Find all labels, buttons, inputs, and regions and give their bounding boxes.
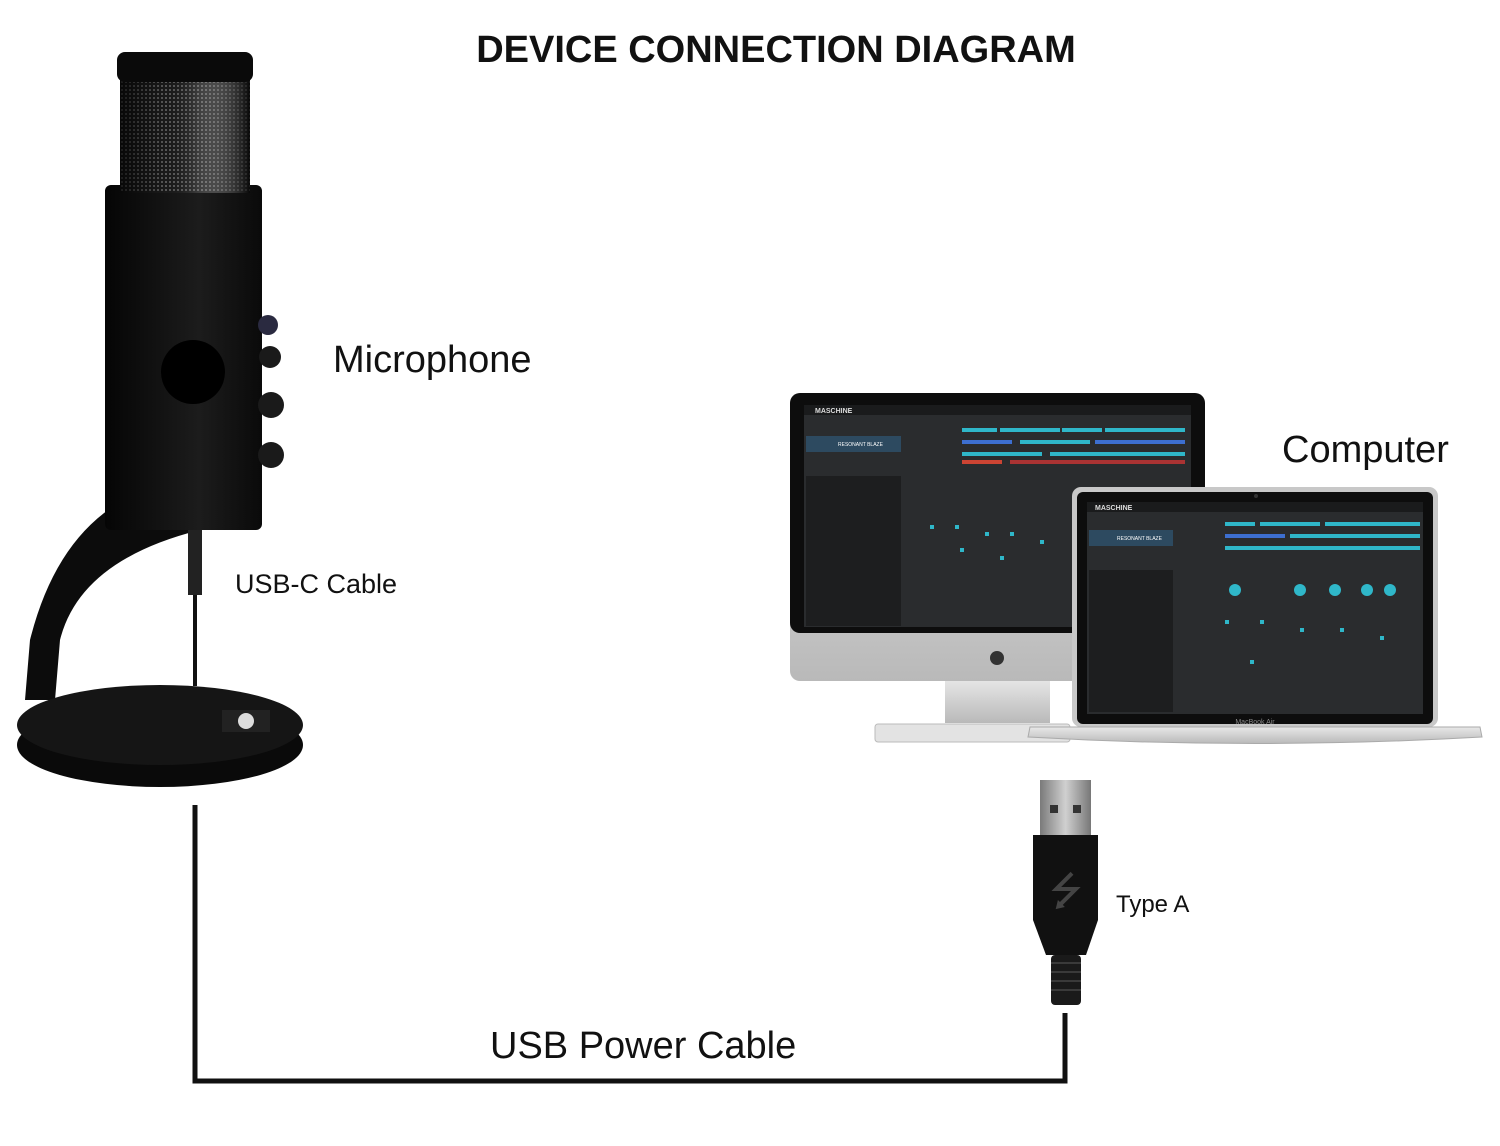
laptop-preset-name: RESONANT BLAZE bbox=[1117, 536, 1163, 542]
usb-plug-metal bbox=[1040, 780, 1091, 838]
laptop-software-name: MASCHINE bbox=[1095, 505, 1133, 512]
apple-logo bbox=[990, 651, 1004, 665]
usb-strain-relief bbox=[1051, 955, 1081, 1005]
imac-preset-name: RESONANT BLAZE bbox=[838, 442, 884, 448]
usb-type-a-plug: ⭍ bbox=[1033, 780, 1098, 1005]
usb-c-connector bbox=[188, 530, 202, 595]
mic-knob bbox=[258, 442, 284, 468]
usb-plug-body bbox=[1033, 835, 1098, 955]
mic-mount-hole bbox=[161, 340, 225, 404]
usb-icon: ⭍ bbox=[1049, 869, 1082, 915]
usb-power-cable-line bbox=[192, 805, 1068, 1084]
mic-knob bbox=[258, 315, 278, 335]
imac-stand bbox=[945, 678, 1050, 723]
imac-software-name: MASCHINE bbox=[815, 408, 853, 415]
label-usb-power-cable: USB Power Cable bbox=[490, 1025, 796, 1067]
diagram-title: DEVICE CONNECTION DIAGRAM bbox=[476, 29, 1076, 71]
laptop-camera bbox=[1254, 494, 1258, 498]
label-type-a: Type A bbox=[1116, 891, 1189, 918]
laptop-brand: MacBook Air bbox=[1235, 719, 1275, 726]
mic-knob bbox=[258, 392, 284, 418]
label-microphone: Microphone bbox=[333, 339, 532, 381]
mic-cap bbox=[117, 52, 253, 82]
label-usb-c-cable: USB-C Cable bbox=[235, 569, 397, 599]
mic-knob bbox=[259, 346, 281, 368]
microphone-illustration bbox=[17, 52, 303, 787]
laptop-computer: MASCHINE RESONANT BLAZE MacBook Air bbox=[1027, 487, 1483, 744]
laptop-base bbox=[1027, 726, 1483, 744]
label-computer: Computer bbox=[1282, 429, 1449, 471]
mic-stand-arm bbox=[25, 488, 240, 700]
